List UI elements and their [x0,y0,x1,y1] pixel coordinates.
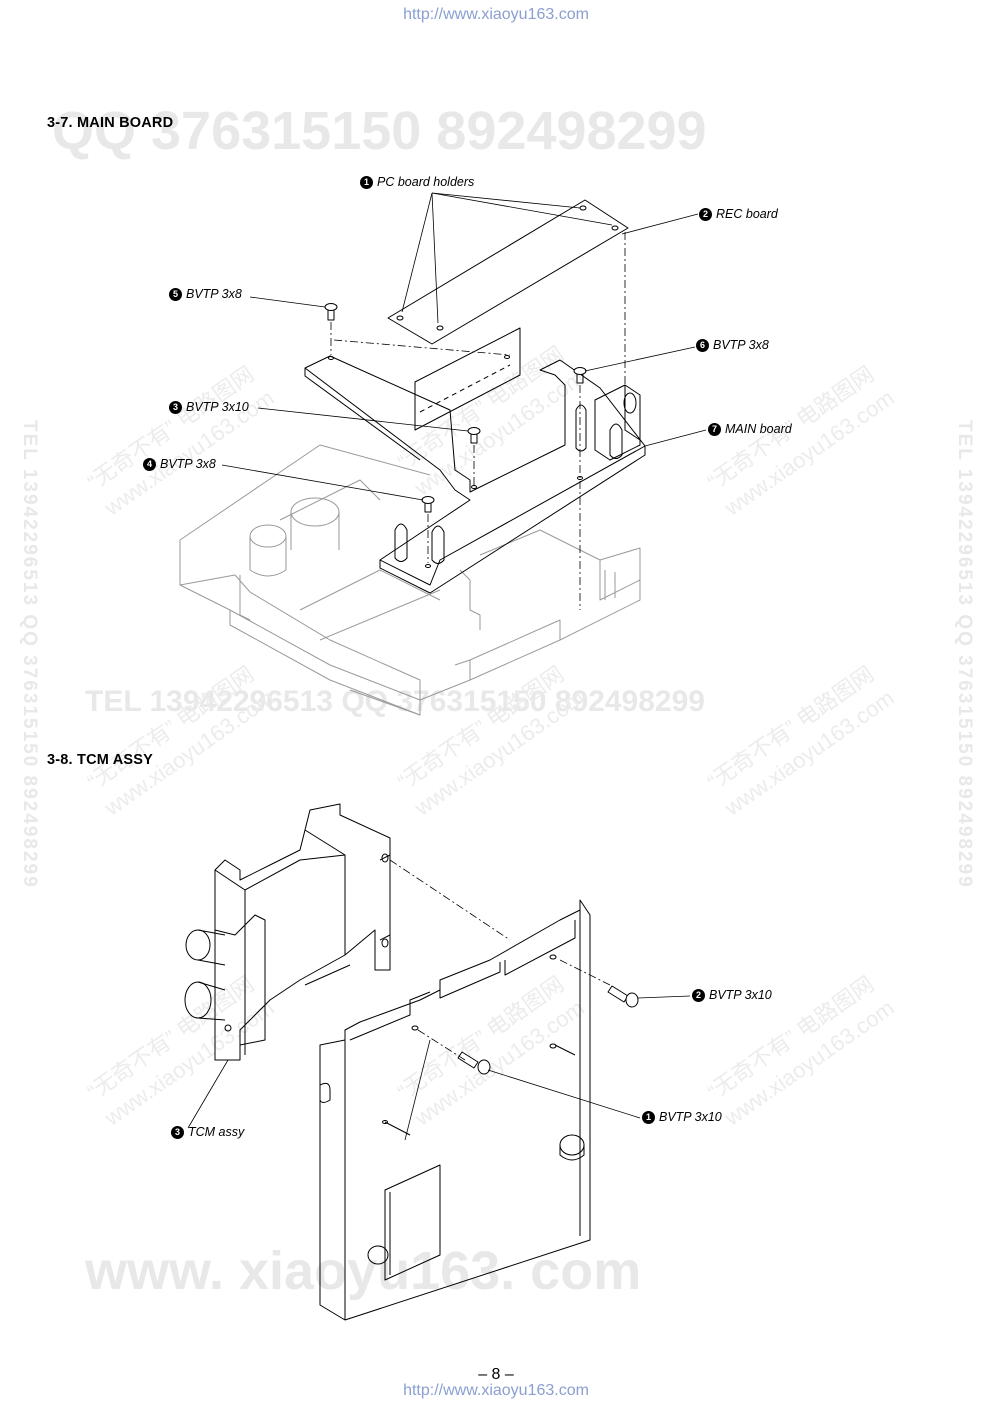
screw-icon [421,496,435,513]
callout-number-badge: 1 [360,175,373,189]
callout-number-badge: 4 [143,457,156,471]
callout-label: PC board holders [377,175,475,189]
callout-label: BVTP 3x8 [713,338,769,352]
section-title-main-board: 3-7. MAIN BOARD [47,115,174,131]
callout-number-badge: 7 [708,422,721,436]
callout-bvtp-3x8-5: 5 BVTP 3x8 [169,287,242,301]
callout-main-board: 7 MAIN board [708,422,792,436]
section-title-tcm-assy: 3-8. TCM ASSY [47,752,153,768]
screw-icon [457,1051,491,1075]
callout-number-badge: 2 [692,988,705,1002]
screw-icon [607,985,639,1008]
callout-label: REC board [716,207,778,221]
callout-label: TCM assy [188,1125,245,1139]
callout-bvtp-3x10-1: 1 BVTP 3x10 [642,1110,722,1124]
callout-number-badge: 3 [171,1125,184,1139]
tcm-assy-diagram [184,803,691,1321]
callout-label: BVTP 3x10 [186,400,249,414]
screw-icon [324,303,338,321]
screw-icon [573,367,587,384]
callout-number-badge: 5 [169,287,182,301]
header-url-link[interactable]: http://www.xiaoyu163.com [403,6,589,23]
callout-bvtp-3x10-3: 3 BVTP 3x10 [169,400,249,414]
callout-label: MAIN board [725,422,792,436]
main-board-diagram [179,192,707,716]
callout-label: BVTP 3x10 [659,1110,722,1124]
callout-bvtp-3x8-4: 4 BVTP 3x8 [143,457,216,471]
callout-number-badge: 6 [696,338,709,352]
callout-number-badge: 2 [699,207,712,221]
callout-label: BVTP 3x8 [160,457,216,471]
callout-rec-board: 2 REC board [699,207,778,221]
callout-tcm-assy: 3 TCM assy [171,1125,244,1139]
callout-bvtp-3x8-6: 6 BVTP 3x8 [696,338,769,352]
watermark-www: www. xiaoyu163. com [85,1241,642,1301]
callout-label: BVTP 3x8 [186,287,242,301]
callout-number-badge: 3 [169,400,182,414]
callout-number-badge: 1 [642,1110,655,1124]
page-number: – 8 – [478,1366,514,1383]
footer-url-link[interactable]: http://www.xiaoyu163.com [403,1382,589,1399]
watermark-qq: QQ 376315150 892498299 [52,101,707,161]
callout-bvtp-3x10-2: 2 BVTP 3x10 [692,988,772,1002]
screw-icon [467,427,481,444]
callout-label: BVTP 3x10 [709,988,772,1002]
callout-pc-board-holders: 1 PC board holders [360,175,474,189]
